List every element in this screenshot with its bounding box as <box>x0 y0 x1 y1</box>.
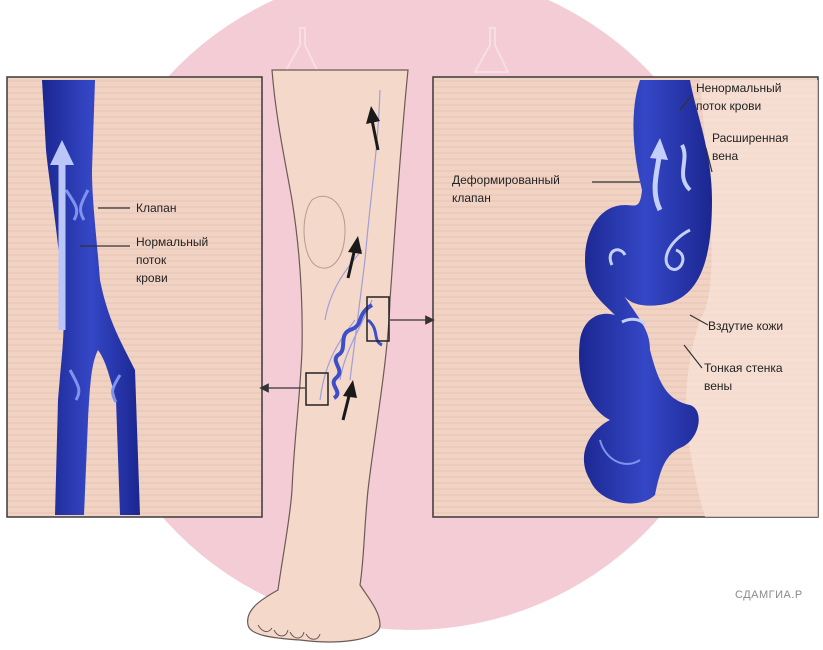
dilated-vein-label-2: вена <box>712 149 739 163</box>
dilated-vein-label-1: Расширенная <box>712 131 788 145</box>
watermark-text: СДАМГИА.Р <box>735 589 803 601</box>
normal-flow-label-3: крови <box>136 271 168 285</box>
deformed-valve-label-2: клапан <box>452 191 491 205</box>
left-panel: Клапан Нормальный поток крови <box>7 77 262 517</box>
skin-bulge-label: Вздутие кожи <box>708 319 783 333</box>
normal-flow-label-1: Нормальный <box>136 235 208 249</box>
valve-label: Клапан <box>136 201 176 215</box>
right-panel: Ненормальный поток крови Расширенная вен… <box>433 77 818 517</box>
abnormal-flow-label-1: Ненормальный <box>696 81 781 95</box>
normal-flow-label-2: поток <box>136 253 167 267</box>
abnormal-flow-label-2: поток крови <box>696 99 761 113</box>
thin-wall-label-1: Тонкая стенка <box>704 361 783 375</box>
deformed-valve-label-1: Деформированный <box>452 173 560 187</box>
thin-wall-label-2: вены <box>704 379 732 393</box>
